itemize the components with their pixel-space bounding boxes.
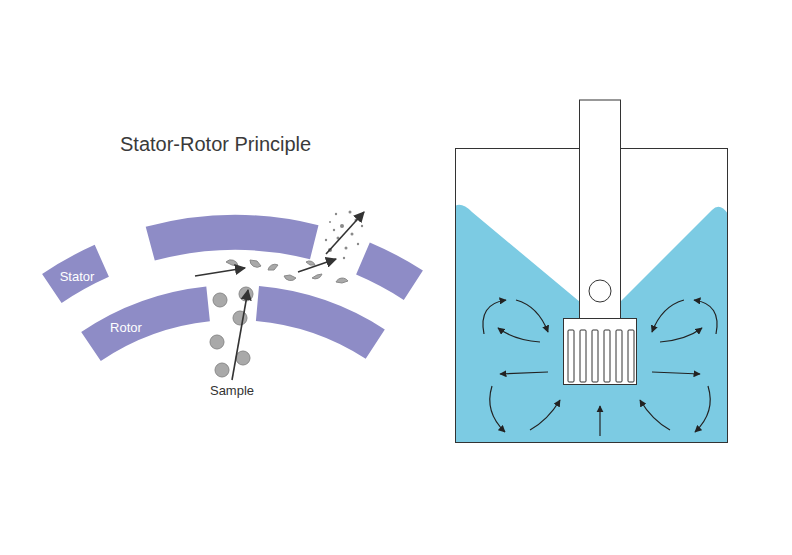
sample-label: Sample xyxy=(210,383,254,398)
fine-particles xyxy=(325,211,363,260)
rotor-stator-probe xyxy=(564,100,637,385)
flow-arrows xyxy=(195,212,364,380)
rotor-segments xyxy=(81,286,385,361)
rotor-label: Rotor xyxy=(110,320,142,335)
stator-segments xyxy=(42,215,423,303)
center-flow-arrow xyxy=(599,406,600,436)
stator-label: Stator xyxy=(60,269,95,284)
diagram-title: Stator-Rotor Principle xyxy=(120,133,311,156)
circulation-arrows xyxy=(483,300,560,432)
particle-fragments xyxy=(226,260,348,283)
